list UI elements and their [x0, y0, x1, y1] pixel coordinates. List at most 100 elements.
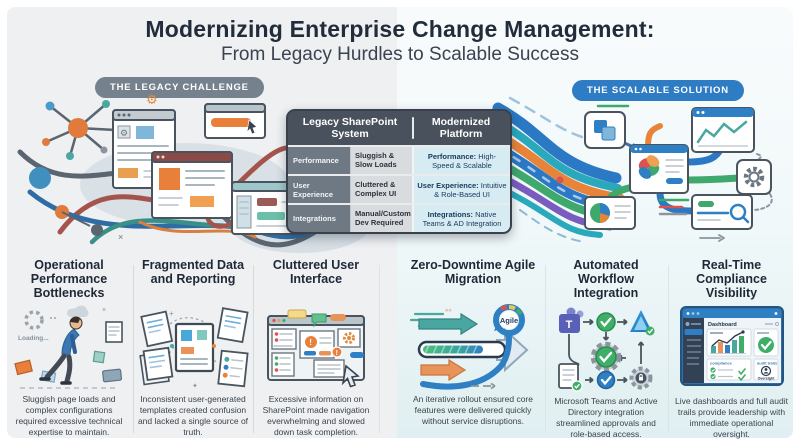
gear-check-icon [590, 341, 622, 373]
gear-icon: ⚙ [120, 128, 128, 138]
svg-text:»»: »» [445, 308, 452, 314]
cloud-icon [67, 305, 89, 317]
status-check-card [753, 328, 779, 357]
agile-loop: Agile [493, 304, 525, 336]
table-row: Performance Sluggish & Slow Loads Perfor… [288, 145, 510, 174]
svg-text:…: … [465, 378, 471, 384]
flow-ribbons [492, 96, 627, 243]
main-doc [174, 322, 215, 373]
loading-label: Loading... [18, 335, 49, 342]
chat-bubble-icon [311, 313, 327, 328]
svg-text:+: + [169, 309, 174, 318]
chart-window [691, 107, 755, 153]
mini-card-text [313, 359, 345, 378]
legacy-challenge-badge: THE LEGACY CHALLENGE [95, 77, 264, 98]
svg-text:!: ! [336, 348, 339, 357]
column-description: Sluggish page loads and complex configur… [15, 394, 123, 438]
row-label: User Experience [288, 176, 350, 203]
legacy-window-2 [151, 151, 233, 219]
tired-person-illustration [39, 316, 83, 385]
svg-text:✦: ✦ [192, 382, 198, 390]
svg-text:T: T [566, 319, 573, 331]
column-title: Real-Time Compliance Visibility [696, 258, 767, 300]
check-circle-blue-icon [596, 370, 616, 390]
mini-card-list [271, 328, 297, 350]
cursor-icon [246, 119, 258, 135]
legacy-window-3 [204, 103, 266, 139]
page-subtitle: From Legacy Hurdles to Scalable Success [221, 44, 579, 65]
bottleneck-illustration: Loading... × [14, 305, 123, 389]
dashboard-sidebar [683, 318, 704, 383]
check-circle-icon [596, 312, 616, 332]
column-agile-migration: Zero-Downtime Agile Migration »» Agile [405, 258, 541, 427]
checklist-doc [217, 349, 249, 388]
corner-doc [140, 310, 174, 348]
column-title: Zero-Downtime Agile Migration [410, 258, 536, 286]
table-row: User Experience Cluttered & Complex UI U… [288, 174, 510, 203]
workflow-illustration: T [558, 307, 655, 392]
svg-text:!: ! [309, 338, 312, 347]
column-title: Fragmented Data and Reporting [141, 258, 245, 286]
compliance-label: compliance [710, 361, 733, 366]
column-fragmented-data: Fragmented Data and Reporting [136, 258, 250, 438]
docs-card [584, 111, 626, 149]
column-description: Live dashboards and full audit trails pr… [675, 396, 788, 440]
modern-column-header: Modernized Platform [431, 115, 491, 140]
column-divider [379, 265, 380, 433]
legacy-value: Sluggish & Slow Loads [350, 147, 412, 174]
column-description: Excessive information on SharePoint made… [262, 394, 370, 438]
column-workflow-integration: Automated Workflow Integration [549, 258, 663, 440]
column-cluttered-ui: Cluttered User Interface ! [258, 258, 374, 438]
dashboard-illustration: Dashboard [680, 306, 784, 386]
column-title: Cluttered User Interface [272, 258, 360, 286]
column-description: An iterative rollout ensured core featur… [412, 394, 533, 427]
modern-value: Performance: High-Speed & Scalable [412, 147, 510, 174]
approved-doc-icon [558, 363, 583, 392]
orange-arrow [420, 358, 467, 382]
mini-card-main: ! [299, 330, 335, 359]
bar-chart-card [706, 328, 752, 357]
modern-value: User Experience: Intuitive & Role-Based … [412, 176, 510, 203]
fragmented-docs-illustration: + ✦ [139, 307, 249, 390]
column-compliance-visibility: Real-Time Compliance Visibility Dashboar… [673, 258, 790, 440]
column-operational-bottlenecks: Operational Performance Bottlenecks Load… [10, 258, 128, 438]
pie-card [584, 196, 636, 230]
svg-text:×: × [102, 307, 106, 314]
row-label: Integrations [288, 205, 350, 232]
microsoft-teams-icon: T [559, 307, 584, 333]
progress-bar [417, 340, 507, 359]
blue-swoosh [420, 335, 512, 390]
audit-trails-card: audit trails Oversight [753, 358, 779, 381]
dashboard-title: Dashboard [708, 322, 737, 328]
legacy-value: Cluttered & Complex UI [350, 176, 412, 203]
table-row: Integrations Manual/Custom Dev Required … [288, 203, 510, 232]
modern-value: Integrations: Native Teams & AD Integrat… [412, 205, 510, 232]
corner-doc [216, 307, 249, 344]
comparison-table: Legacy SharePoint System Modernized Plat… [286, 109, 512, 234]
cluttered-ui-illustration: ! ! [267, 309, 365, 388]
column-title: Automated Workflow Integration [573, 258, 639, 300]
column-divider [668, 265, 669, 433]
loading-spinner-icon [24, 310, 44, 330]
gear-card [736, 159, 772, 195]
column-description: Inconsistent user-generated templates cr… [137, 394, 249, 438]
agile-migration-illustration: »» Agile [409, 304, 529, 390]
network-node-cluster: × [29, 100, 123, 242]
column-divider [133, 265, 134, 433]
search-card [691, 194, 753, 230]
alert-icon [331, 346, 343, 358]
header-divider [412, 117, 414, 139]
legacy-value: Manual/Custom Dev Required [350, 205, 412, 232]
row-label: Performance [288, 147, 350, 174]
legacy-column-header: Legacy SharePoint System [302, 115, 398, 140]
app-hub-window [629, 144, 689, 194]
search-icon [729, 203, 747, 221]
column-title: Operational Performance Bottlenecks [30, 258, 108, 300]
corner-doc [139, 346, 174, 386]
trail-dashes [471, 382, 496, 390]
compliance-card: compliance [706, 358, 752, 382]
agile-label: Agile [500, 316, 518, 325]
column-divider [253, 265, 254, 433]
comparison-table-header: Legacy SharePoint System Modernized Plat… [288, 111, 510, 145]
